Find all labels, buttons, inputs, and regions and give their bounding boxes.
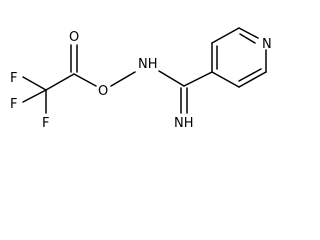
bond-carbonyl-ester-o [73, 73, 97, 87]
bond-amidine-to-ring [183, 71, 213, 87]
ring-bond-5-inner [238, 68, 262, 82]
ring-bond-3-inner [239, 33, 256, 44]
atom-label-f1: F [10, 71, 17, 86]
atom-label-amine-nh: NH [138, 57, 158, 72]
ring-bond-3 [238, 27, 259, 39]
atom-label-f2: F [10, 97, 17, 112]
bond-cf3-f2 [22, 89, 47, 103]
atom-label-ring-nitrogen: N [262, 37, 272, 52]
chemical-structure-canvas: F F F O O NH N NH [10, 27, 272, 131]
ring-bond-6 [211, 71, 240, 88]
atom-label-f3: F [42, 116, 49, 131]
bond-nh-amidine-carbon [158, 70, 185, 87]
bond-cf3-f1 [22, 76, 47, 91]
atom-label-layer: F F F O O NH N NH [10, 30, 272, 131]
atom-label-imine-nh: NH [174, 116, 194, 131]
bond-cf3-carbonyl-carbon [45, 73, 75, 91]
chemical-structure-diagram: F F F O O NH N NH [10, 27, 272, 131]
bond-ester-o-nh [110, 71, 136, 87]
ring-bond-2 [211, 27, 240, 44]
ring-bond-5 [238, 71, 267, 88]
atom-label-carbonyl-oxygen: O [69, 30, 79, 45]
atom-label-ester-oxygen: O [98, 84, 108, 99]
bond-layer [22, 27, 267, 114]
